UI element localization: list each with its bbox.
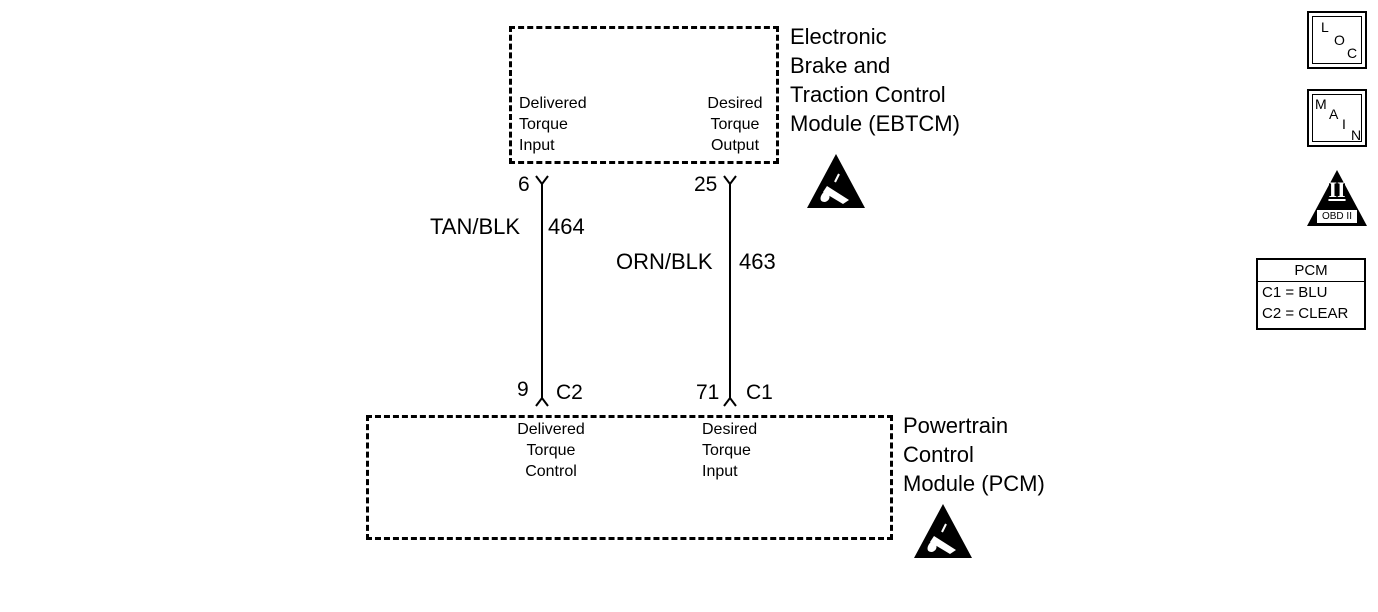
main-letter-n: N <box>1351 127 1362 143</box>
pcm-connector-table-row: C2 = CLEAR <box>1262 305 1349 322</box>
pcm-left-pin-label: Delivered Torque Control <box>517 421 585 480</box>
loc-letter-o: O <box>1334 32 1345 48</box>
ebtcm-left-pin-label: Delivered Torque Input <box>519 95 587 154</box>
ebtcm-title: Electronic Brake and Traction Control Mo… <box>790 24 960 136</box>
connector-ebtcm-pin-6 <box>535 175 549 186</box>
main-symbol: M A I N <box>1307 89 1367 147</box>
obd-ii-icon <box>1307 170 1367 226</box>
esd-warning-icon <box>914 504 972 558</box>
esd-warning-icon <box>807 154 865 208</box>
ebtcm-right-pin-label: Desired Torque Output <box>707 95 763 154</box>
wire-color-464: TAN/BLK <box>430 214 521 239</box>
main-letter-i: I <box>1342 116 1346 132</box>
obd-numeral: II <box>1328 177 1346 202</box>
connector-pcm-pin-71 <box>723 396 737 407</box>
loc-symbol-inner <box>1312 16 1362 64</box>
pcm-right-pin-label: Desired Torque Input <box>702 421 758 480</box>
wire-color-463: ORN/BLK <box>616 249 713 274</box>
pcm-connector-c1: C1 <box>746 381 773 404</box>
wire-circuit-464: 464 <box>548 214 585 239</box>
pcm-connector-c2: C2 <box>556 381 583 404</box>
main-letter-a: A <box>1329 106 1339 122</box>
loc-symbol: L O C <box>1307 11 1367 69</box>
connector-ebtcm-pin-25 <box>723 175 737 186</box>
connector-pcm-pin-9 <box>535 396 549 407</box>
ebtcm-module-box <box>509 26 779 164</box>
wire-circuit-463: 463 <box>739 249 776 274</box>
main-symbol-inner <box>1312 94 1362 142</box>
main-letter-m: M <box>1315 96 1327 112</box>
ebtcm-pin-6: 6 <box>518 173 530 196</box>
obd-text: OBD II <box>1321 211 1352 222</box>
pcm-connector-table-row: C1 = BLU <box>1262 284 1328 301</box>
pcm-connector-table: PCM C1 = BLU C2 = CLEAR <box>1256 258 1366 330</box>
pcm-pin-71: 71 <box>696 381 720 404</box>
pcm-pin-9: 9 <box>517 378 529 401</box>
pcm-module-box <box>366 415 893 540</box>
loc-letter-c: C <box>1347 45 1358 61</box>
pcm-connector-table-header: PCM <box>1258 260 1364 282</box>
pcm-title: Powertrain Control Module (PCM) <box>903 413 1045 496</box>
loc-letter-l: L <box>1321 19 1329 35</box>
ebtcm-pin-25: 25 <box>694 173 718 196</box>
